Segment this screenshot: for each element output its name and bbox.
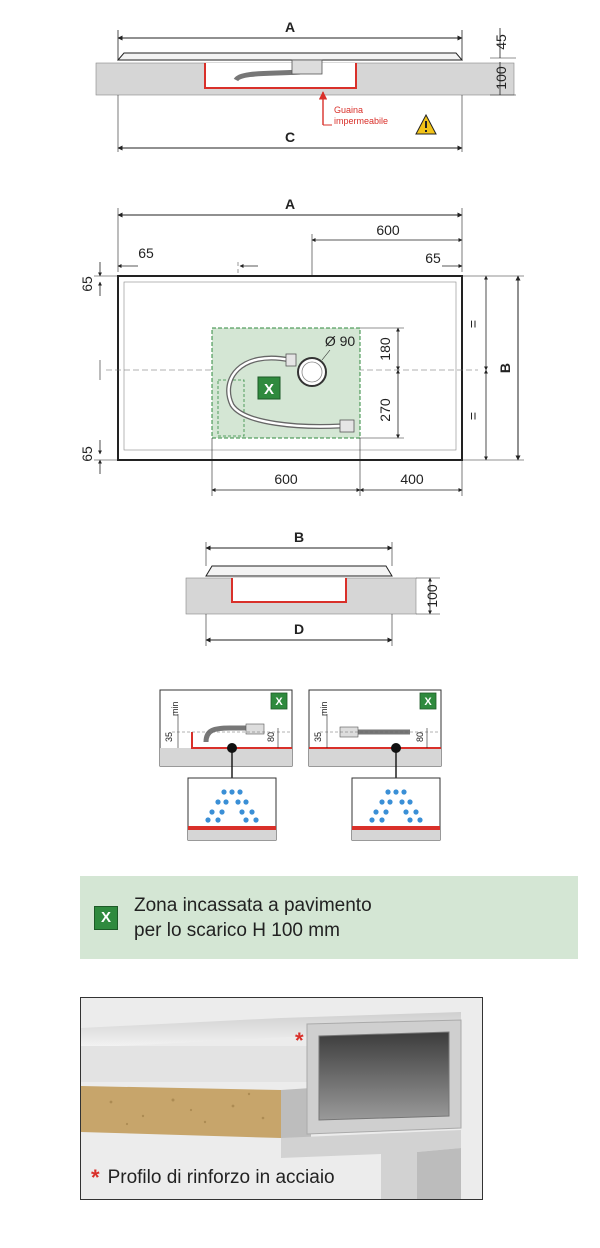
dim-label-b: B xyxy=(497,363,513,373)
dim-270: 270 xyxy=(377,398,393,422)
equal-mark-top: = xyxy=(465,320,481,328)
equal-mark-bottom: = xyxy=(465,412,481,420)
waterproof-membrane xyxy=(204,63,357,89)
recessed-drain-zone xyxy=(211,327,361,439)
profile-illustration xyxy=(81,998,482,1199)
drain-detail-1: 35 min 80 X xyxy=(159,689,293,841)
width-dim-label-b: B xyxy=(294,529,304,545)
dim-180: 180 xyxy=(377,337,393,361)
drain-detail-2: 35 min 80 X xyxy=(308,689,442,841)
detail1-dim-35: 35 xyxy=(164,732,174,742)
core-filler xyxy=(81,1086,281,1138)
dim-65-left: 65 xyxy=(138,245,154,261)
warning-icon xyxy=(415,113,437,135)
dim-45: 45 xyxy=(493,34,509,50)
plan-view: A 600 65 65 Ø 90 X xyxy=(79,196,524,496)
water-drops-icon xyxy=(369,789,423,823)
legend-zone-badge: X xyxy=(94,905,118,930)
zone-badge xyxy=(257,376,281,400)
dim-label-c: C xyxy=(285,129,295,145)
water-drops-icon xyxy=(205,789,259,823)
dim-65-side-top: 65 xyxy=(79,276,95,292)
caption-star: * xyxy=(91,1165,100,1190)
steel-profile-cavity xyxy=(318,1031,450,1121)
section-view-length: A 45 100 Guaina impermeabile C xyxy=(95,19,516,152)
legend-box: X Zona incassata a pavimento per lo scar… xyxy=(80,876,578,959)
width-dim-label-d: D xyxy=(294,621,304,637)
dim-600-top: 600 xyxy=(376,222,400,238)
legend-line-2: per lo scarico H 100 mm xyxy=(134,919,340,941)
drain-trap xyxy=(291,59,323,75)
dim-65-side-bottom: 65 xyxy=(79,446,95,462)
photo-caption: * Profilo di rinforzo in acciaio xyxy=(91,1165,335,1191)
detail2-dim-80: 80 xyxy=(415,732,425,742)
reinforcement-star-marker: * xyxy=(295,1028,304,1053)
technical-drawings: A 45 100 Guaina impermeabile C xyxy=(79,19,524,841)
zone-badge-label: X xyxy=(264,381,274,398)
membrane-label-line2: impermeabile xyxy=(334,116,388,126)
legend-line-1: Zona incassata a pavimento xyxy=(134,894,372,916)
dim-100: 100 xyxy=(493,66,509,90)
dim-diameter: Ø 90 xyxy=(325,333,356,349)
reinforcement-profile-photo: * * Profilo di rinforzo in acciaio xyxy=(80,997,483,1200)
detail1-dim-min: min xyxy=(170,701,180,716)
dim-400-bottom: 400 xyxy=(400,471,424,487)
dim-600-bottom: 600 xyxy=(274,471,298,487)
dim-65-right: 65 xyxy=(425,250,441,266)
detail1-dim-80: 80 xyxy=(266,732,276,742)
plan-dim-label-a: A xyxy=(285,196,295,212)
detail2-dim-min: min xyxy=(319,701,329,716)
detail2-dim-35: 35 xyxy=(313,732,323,742)
detail2-badge: X xyxy=(424,696,432,708)
width-dim-100: 100 xyxy=(424,584,440,608)
dim-label-a: A xyxy=(285,19,295,35)
caption-text: Profilo di rinforzo in acciaio xyxy=(107,1167,335,1188)
membrane-label-line1: Guaina xyxy=(334,105,363,115)
section-view-width: B 100 D xyxy=(185,529,440,646)
detail1-badge: X xyxy=(275,696,283,708)
legend-text: Zona incassata a pavimento per lo scaric… xyxy=(134,893,372,943)
